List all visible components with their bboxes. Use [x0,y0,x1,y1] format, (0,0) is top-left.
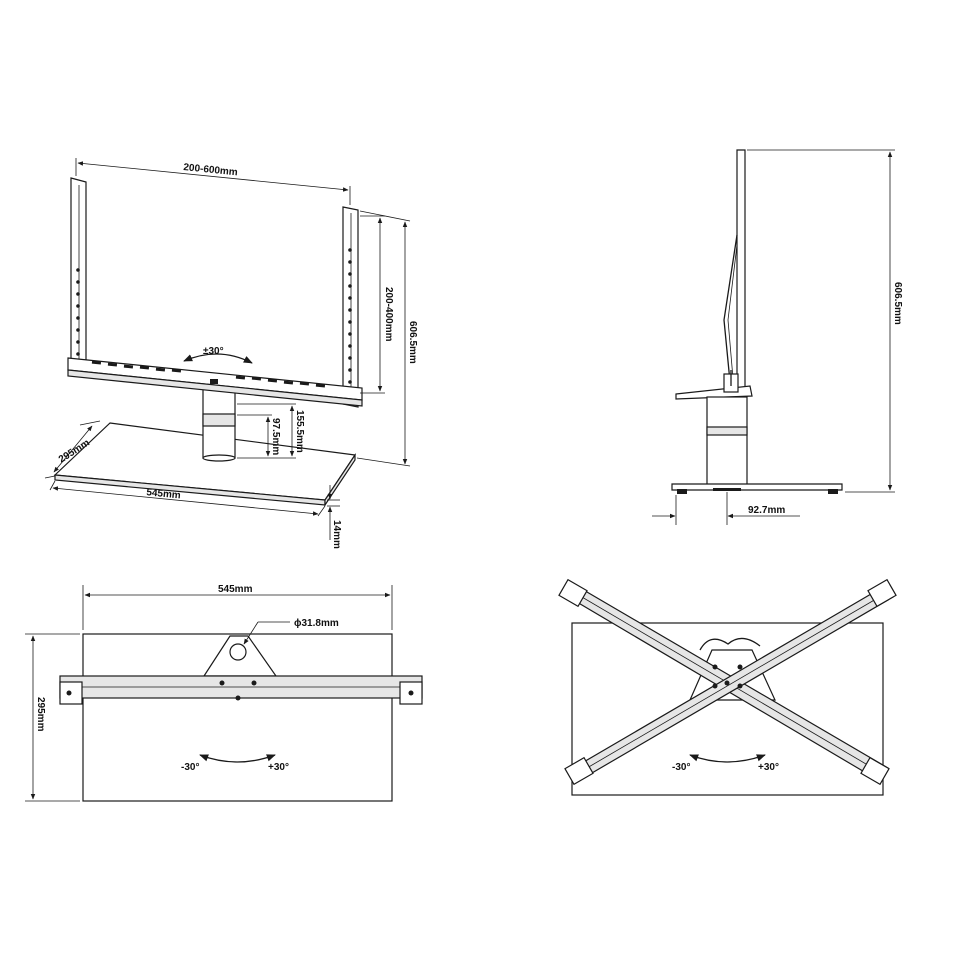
hole-diameter-leader [243,621,259,645]
top-rotate-arrow [199,754,276,763]
side-offset-label: 92.7mm [748,505,785,516]
column-height-label: 155.5mm [294,410,305,453]
base-depth-dimension [53,425,93,473]
side-view: 606.5mm 92.7mm [652,149,903,525]
rotated-rotate-right-label: +30° [758,762,779,773]
mount-height-label: 200-400mm [383,287,394,342]
top-hole [229,643,247,661]
top-rotate-right-label: +30° [268,762,289,773]
base-width-dimension [52,486,319,516]
swivel-label: ±30° [203,346,224,357]
top-rotate-left-label: -30° [181,762,199,773]
top-width-label: 545mm [218,584,253,595]
base-width-label: 545mm [146,487,181,501]
top-view-rotated: -30° +30° [558,578,897,796]
column [202,387,236,462]
top-rail [59,675,423,705]
side-mount-plate [736,149,746,396]
front-view: ±30° 200-600mm 200-400mm 606.5mm 155.5mm… [44,158,418,549]
mount-width-dimension [77,161,349,192]
side-column [706,396,748,486]
rotated-arm-2 [564,578,897,786]
rotated-base-plate [571,622,884,796]
rotated-rotate-arrow [689,754,766,763]
hole-diameter-label: ϕ31.8mm [294,618,339,629]
right-mount-arm [342,206,359,408]
top-view-base: -30° +30° 545mm 295mm ϕ31.8mm [25,584,423,802]
left-mount-arm [70,177,87,371]
mount-width-label: 200-600mm [183,162,238,178]
side-base [671,483,843,491]
swivel-arrow [183,353,253,364]
horizontal-rail [67,357,363,407]
base-thickness-label: 14mm [331,520,342,549]
total-height-label: 606.5mm [407,321,418,364]
top-depth-label: 295mm [35,697,46,732]
rotated-rotate-left-label: -30° [672,762,690,773]
column-adjust-label: 97.5mm [270,418,281,455]
side-height-label: 606.5mm [892,282,903,325]
